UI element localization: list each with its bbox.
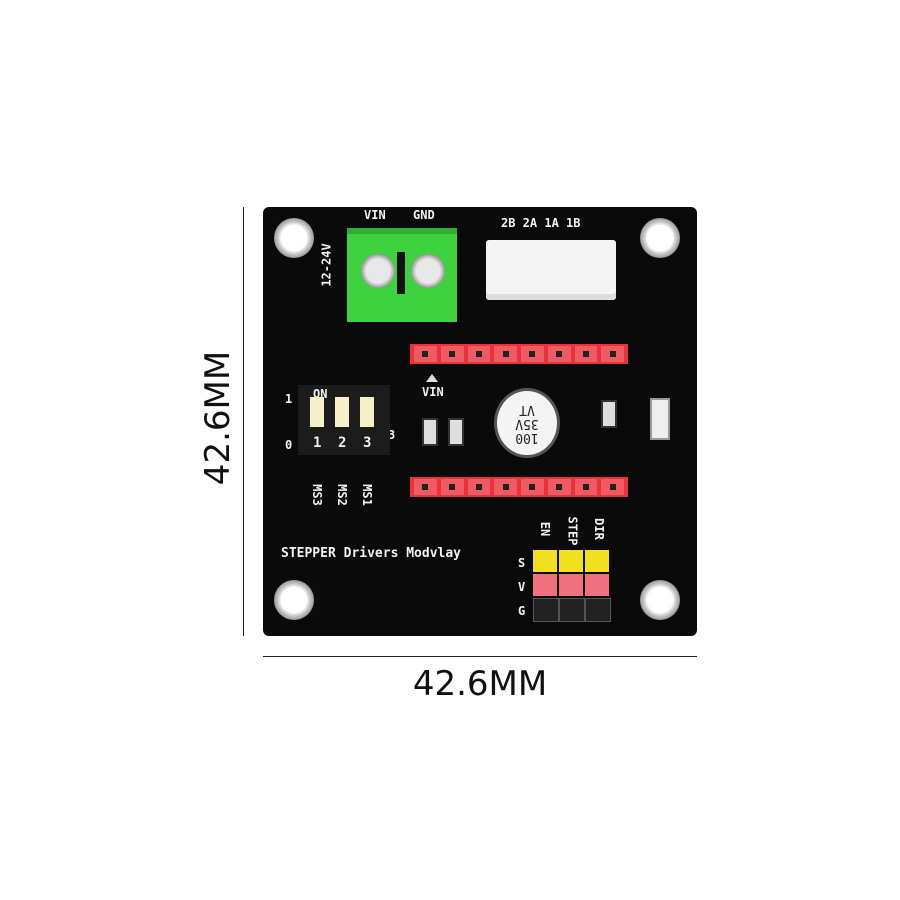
resistor [448,418,464,446]
width-label: 42.6MM [412,664,548,704]
motor-connector [486,240,616,300]
triangle-icon [426,374,438,382]
vin-label: VIN [364,208,386,222]
dir-label: DIR [591,518,606,540]
driver-header-top [410,344,628,364]
dip-zero: 0 [285,438,293,452]
power-pin [559,574,583,596]
dip-num: 2 [338,435,347,451]
width-dimension-line [263,656,697,657]
ms1-label: MS1 [359,484,374,506]
screw-icon [411,254,445,288]
dip-num: 1 [313,435,322,451]
power-pin [533,574,557,596]
s-label: S [518,556,526,570]
dip-toggle-1[interactable] [310,397,324,427]
mounting-hole [274,218,314,258]
power-pin [585,574,609,596]
mounting-hole [640,218,680,258]
signal-pin [559,550,583,572]
screw-terminal [347,228,457,322]
servo-header [533,550,611,622]
height-dimension-line [243,207,244,636]
ground-pin [559,598,585,622]
ms3-label: MS3 [309,484,324,506]
mounting-hole [640,580,680,620]
capacitor: 100 35V VT [494,388,560,458]
g-label: G [518,604,526,618]
dip-num: 3 [363,435,372,451]
resistor [601,400,617,428]
step-label: STEP [565,516,580,546]
dip-switch[interactable]: ON 1 2 3 [298,385,390,455]
board-title: STEPPER Drivers Modvlay [281,546,462,561]
dip-toggle-3[interactable] [360,397,374,427]
cap-line: VT [519,402,535,417]
ground-pin [585,598,611,622]
mounting-hole [274,580,314,620]
screw-icon [361,254,395,288]
signal-pin [533,550,557,572]
led [650,398,670,440]
gnd-label: GND [413,208,435,222]
en-label: EN [538,521,553,537]
ground-pin [533,598,559,622]
driver-header-bottom [410,477,628,497]
resistor [422,418,438,446]
dip-toggle-2[interactable] [335,397,349,427]
dip-three-mark: 3 [388,428,396,442]
dip-one: 1 [285,392,293,406]
v-label: V [518,580,526,594]
motor-pins-label: 2B 2A 1A 1B [501,216,581,230]
cap-line: 35V [515,416,539,431]
cap-line: 100 [515,430,539,445]
vin-marker: VIN [422,385,444,399]
voltage-label: 12-24V [319,243,334,287]
ms2-label: MS2 [334,484,349,506]
signal-pin [585,550,609,572]
height-label: 42.6MM [198,350,238,486]
